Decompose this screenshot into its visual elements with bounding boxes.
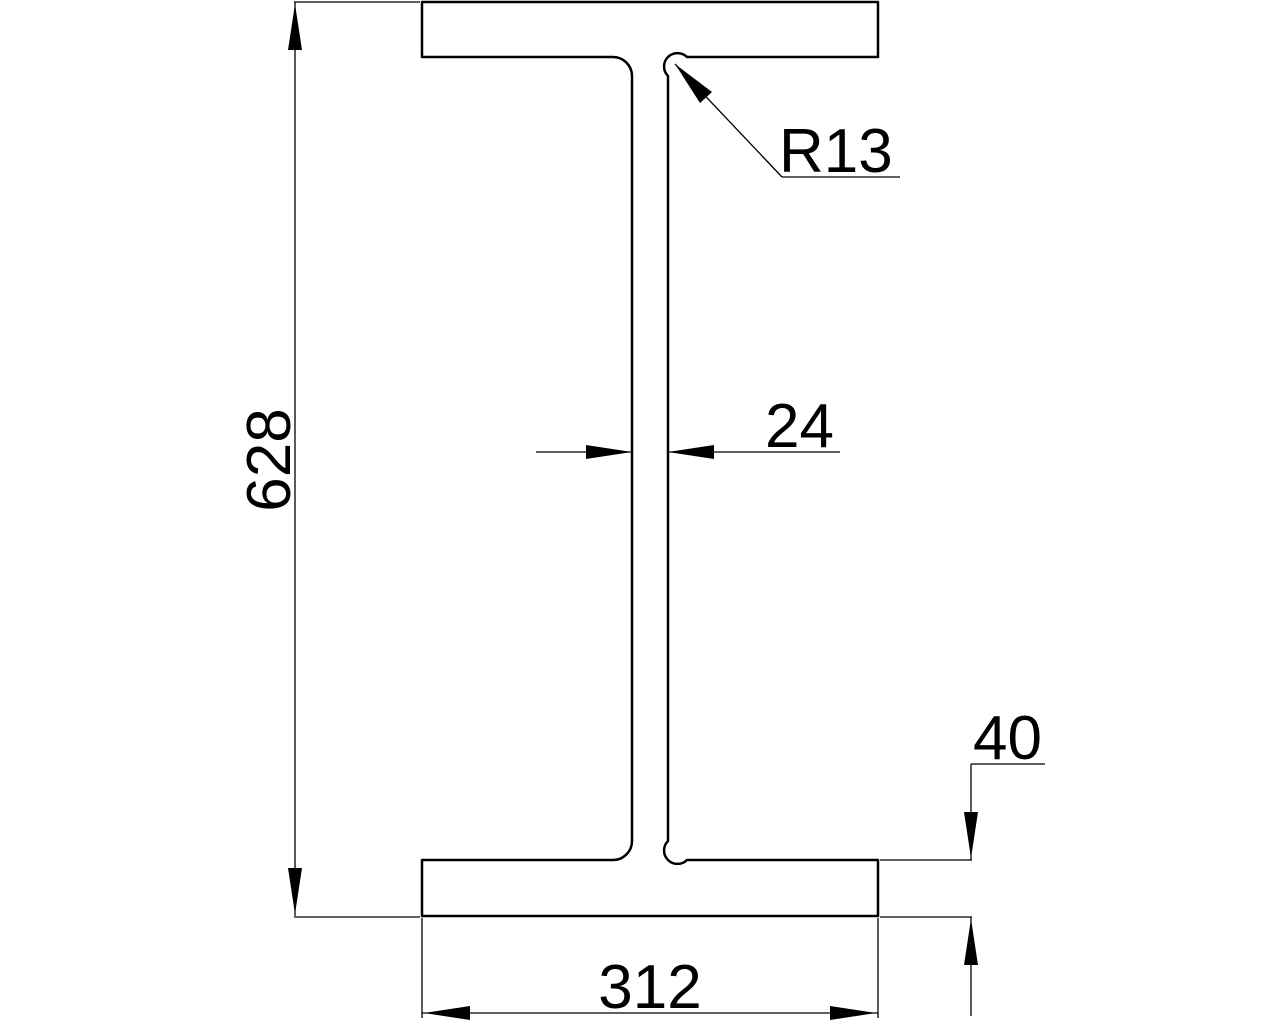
width-dimension: 312 bbox=[421, 918, 879, 1022]
flange-thickness-label: 40 bbox=[973, 704, 1042, 773]
height-arrow-bottom bbox=[288, 868, 302, 914]
fillet-radius-callout: R13 bbox=[674, 63, 900, 186]
web-thickness-label: 24 bbox=[765, 392, 834, 461]
width-arrow-right bbox=[830, 1006, 876, 1020]
flange-thickness-dimension: 40 bbox=[880, 704, 1045, 1016]
web-arrow-right bbox=[668, 445, 714, 459]
height-label: 628 bbox=[235, 408, 304, 511]
flange-arrow-top bbox=[964, 812, 978, 858]
web-arrow-left bbox=[586, 445, 632, 459]
ibeam-profile-outline bbox=[420, 0, 880, 918]
radius-arrow bbox=[675, 64, 712, 103]
flange-arrow-bottom bbox=[964, 919, 978, 965]
web-thickness-dimension: 24 bbox=[536, 392, 840, 461]
height-dimension: 628 bbox=[235, 1, 420, 918]
width-arrow-left bbox=[424, 1006, 470, 1020]
width-label: 312 bbox=[598, 953, 701, 1022]
height-arrow-top bbox=[288, 4, 302, 50]
fillet-radius-label: R13 bbox=[779, 117, 893, 186]
